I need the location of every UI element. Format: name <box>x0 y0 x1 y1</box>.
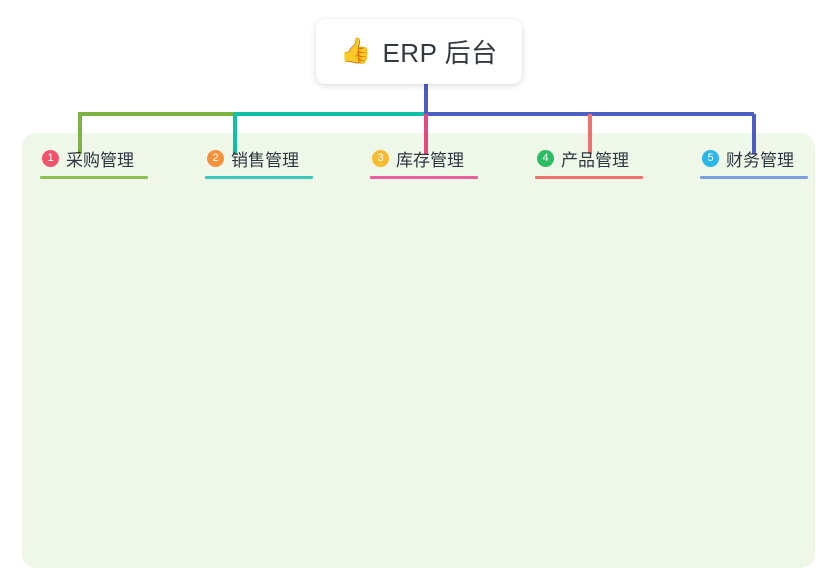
branch-title-sales: 销售管理 <box>231 150 299 170</box>
branch-number-badge-sales: 2 <box>207 149 224 167</box>
branch-number-badge-purchase: 1 <box>42 149 59 167</box>
root-node-title: ERP 后台 <box>382 38 498 68</box>
branch-column-sales: 2 销售管理 <box>205 146 313 179</box>
branch-header-rule-finance <box>700 176 808 179</box>
drop-5 <box>752 114 756 154</box>
branch-header-finance[interactable]: 5 财务管理 <box>700 146 808 170</box>
root-node-inner: 👍 ERP 后台 <box>340 33 497 70</box>
branch-title-finance: 财务管理 <box>726 150 794 170</box>
root-node-card[interactable]: 👍 ERP 后台 <box>316 19 522 84</box>
branch-title-product: 产品管理 <box>561 150 629 170</box>
branch-column-inventory: 3 库存管理 <box>370 146 478 179</box>
branch-number-badge-finance: 5 <box>702 149 719 167</box>
branch-title-inventory: 库存管理 <box>396 150 464 170</box>
branch-header-rule-product <box>535 176 643 179</box>
branch-column-product: 4 产品管理 <box>535 146 643 179</box>
bus-green <box>78 112 233 116</box>
bus-teal <box>233 112 424 116</box>
branch-header-purchase[interactable]: 1 采购管理 <box>40 146 148 170</box>
branch-title-purchase: 采购管理 <box>66 150 134 170</box>
thumbs-up-icon: 👍 <box>340 37 372 65</box>
branch-column-purchase: 1 采购管理 <box>40 146 148 179</box>
drop-3 <box>424 114 428 154</box>
branch-number-badge-product: 4 <box>537 149 554 167</box>
drop-2 <box>233 114 237 154</box>
root-stem-connector <box>424 80 428 114</box>
branch-header-rule-sales <box>205 176 313 179</box>
branch-header-rule-inventory <box>370 176 478 179</box>
branch-header-inventory[interactable]: 3 库存管理 <box>370 146 478 170</box>
content-panel <box>22 133 815 568</box>
branch-header-rule-purchase <box>40 176 148 179</box>
branch-column-finance: 5 财务管理 <box>700 146 808 179</box>
drop-4 <box>588 114 592 154</box>
branch-header-sales[interactable]: 2 销售管理 <box>205 146 313 170</box>
branch-number-badge-inventory: 3 <box>372 149 389 167</box>
branch-header-product[interactable]: 4 产品管理 <box>535 146 643 170</box>
drop-1 <box>78 114 82 154</box>
